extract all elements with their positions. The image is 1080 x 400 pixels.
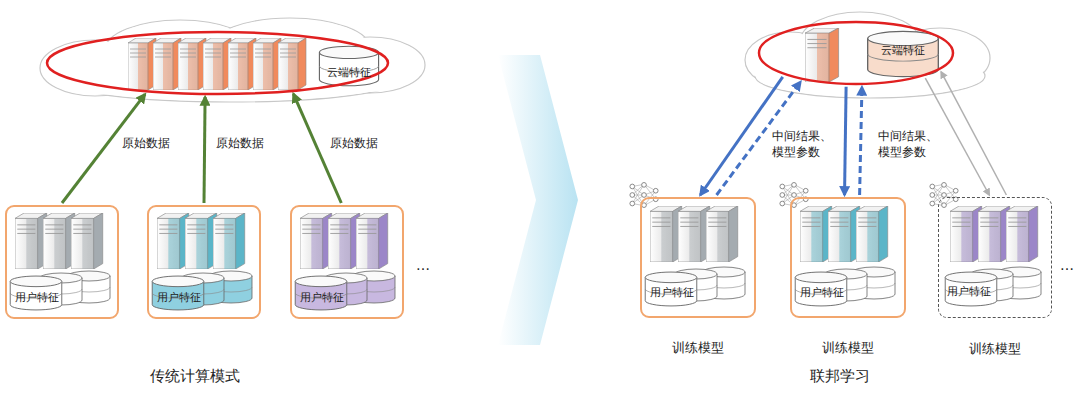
drawing-part bbox=[10, 271, 110, 310]
drawing-part bbox=[950, 206, 982, 262]
red-highlight-ellipse bbox=[45, 30, 390, 96]
drawing-part bbox=[40, 18, 425, 102]
red-ellipse bbox=[47, 32, 388, 94]
node-caption: 训练模型 bbox=[939, 341, 1051, 357]
arrow-label: 原始数据 bbox=[122, 135, 170, 151]
drawing-part bbox=[295, 276, 347, 310]
red-ellipse bbox=[759, 22, 953, 84]
drawing-part bbox=[128, 38, 156, 90]
drawing-part bbox=[645, 272, 697, 306]
drawing-part bbox=[780, 183, 808, 208]
drawing-part bbox=[228, 38, 256, 90]
drawing-part bbox=[978, 206, 1010, 262]
red-highlight-ellipse bbox=[757, 20, 955, 86]
drawing-part bbox=[328, 213, 360, 269]
drawing-part bbox=[41, 19, 424, 101]
drawing-part bbox=[253, 38, 281, 90]
node-label: 用户特征 bbox=[947, 285, 991, 298]
node-caption: 训练模型 bbox=[792, 340, 904, 356]
node-label: 用户特征 bbox=[15, 291, 59, 304]
node-label: 用户特征 bbox=[650, 286, 694, 299]
drawing-part bbox=[706, 206, 738, 262]
drawing-part bbox=[15, 213, 47, 269]
drawing-part bbox=[678, 206, 710, 262]
drawing-part bbox=[157, 213, 245, 269]
cloud-shape bbox=[40, 18, 425, 102]
drawing-part bbox=[152, 271, 252, 310]
flow-arrow bbox=[204, 97, 205, 203]
transition-chevron bbox=[498, 55, 578, 345]
user-site-box: 用户特征训练模型 bbox=[938, 197, 1052, 318]
node-label: 云端特征 bbox=[318, 66, 380, 79]
cloud-servers bbox=[128, 38, 306, 90]
flow-arrow bbox=[700, 77, 782, 195]
drawing-part bbox=[71, 213, 103, 269]
drawing-part bbox=[278, 38, 306, 90]
drawing-part bbox=[178, 38, 206, 90]
arrow-label: 原始数据 bbox=[330, 135, 378, 151]
drawing-part bbox=[300, 213, 388, 269]
cloud-server-group: 云端特征 bbox=[45, 30, 390, 96]
drawing-part bbox=[1006, 206, 1038, 262]
section-title: 联邦学习 bbox=[810, 366, 870, 386]
drawing-part bbox=[745, 12, 990, 98]
flow-arrow bbox=[860, 87, 862, 195]
arrow-label: 中间结果、 模型参数 bbox=[772, 128, 836, 160]
cloud-server-group: 云端特征 bbox=[757, 20, 955, 86]
user-site-box: 用户特征训练模型 bbox=[790, 197, 906, 318]
flow-arrow bbox=[845, 87, 847, 195]
node-label: 用户特征 bbox=[157, 291, 201, 304]
drawing-part bbox=[10, 276, 62, 310]
user-servers bbox=[645, 206, 1041, 306]
node-label: 用户特征 bbox=[800, 286, 844, 299]
drawing-part bbox=[945, 272, 997, 306]
cloud-server bbox=[805, 28, 839, 82]
drawing-part bbox=[316, 38, 424, 92]
node-label: 云端特征 bbox=[866, 44, 940, 57]
user-site-box: 用户特征 bbox=[290, 205, 404, 319]
drawing-part bbox=[356, 213, 388, 269]
drawing-part bbox=[800, 206, 832, 262]
drawing-part bbox=[856, 206, 888, 262]
drawing-part bbox=[930, 183, 958, 208]
cloud-shape bbox=[745, 12, 990, 98]
drawing-part bbox=[800, 206, 888, 262]
drawing-part bbox=[828, 206, 860, 262]
drawing-part bbox=[153, 38, 181, 90]
arrow-label: 中间结果、 模型参数 bbox=[878, 128, 942, 160]
drawing-part bbox=[213, 213, 245, 269]
drawing-part bbox=[185, 213, 217, 269]
drawing-part bbox=[795, 272, 847, 306]
ellipsis-mark: … bbox=[1060, 256, 1074, 275]
drawing-part bbox=[152, 276, 204, 310]
drawing-part bbox=[650, 206, 738, 262]
node-caption: 训练模型 bbox=[642, 340, 754, 356]
node-label: 用户特征 bbox=[300, 291, 344, 304]
drawing-part bbox=[15, 213, 103, 269]
drawing-part bbox=[630, 183, 658, 208]
user-servers bbox=[10, 213, 395, 310]
flow-arrow bbox=[941, 72, 1006, 195]
user-site-box: 用户特征训练模型 bbox=[640, 197, 756, 318]
drawing-part bbox=[157, 213, 189, 269]
drawing-part bbox=[300, 213, 332, 269]
drawing-part bbox=[645, 267, 1041, 306]
arrow-label: 原始数据 bbox=[216, 135, 264, 151]
drawing-part bbox=[203, 38, 231, 90]
ellipsis-mark: … bbox=[416, 256, 430, 275]
user-site-box: 用户特征 bbox=[147, 205, 261, 319]
drawing-part bbox=[295, 271, 395, 310]
user-site-box: 用户特征 bbox=[5, 205, 119, 319]
drawing-part bbox=[650, 206, 682, 262]
drawing-part bbox=[43, 213, 75, 269]
drawing-part bbox=[746, 13, 989, 97]
drawing-part bbox=[950, 206, 1038, 262]
section-title: 传统计算模式 bbox=[150, 366, 240, 386]
neural-net-icon bbox=[630, 183, 958, 208]
